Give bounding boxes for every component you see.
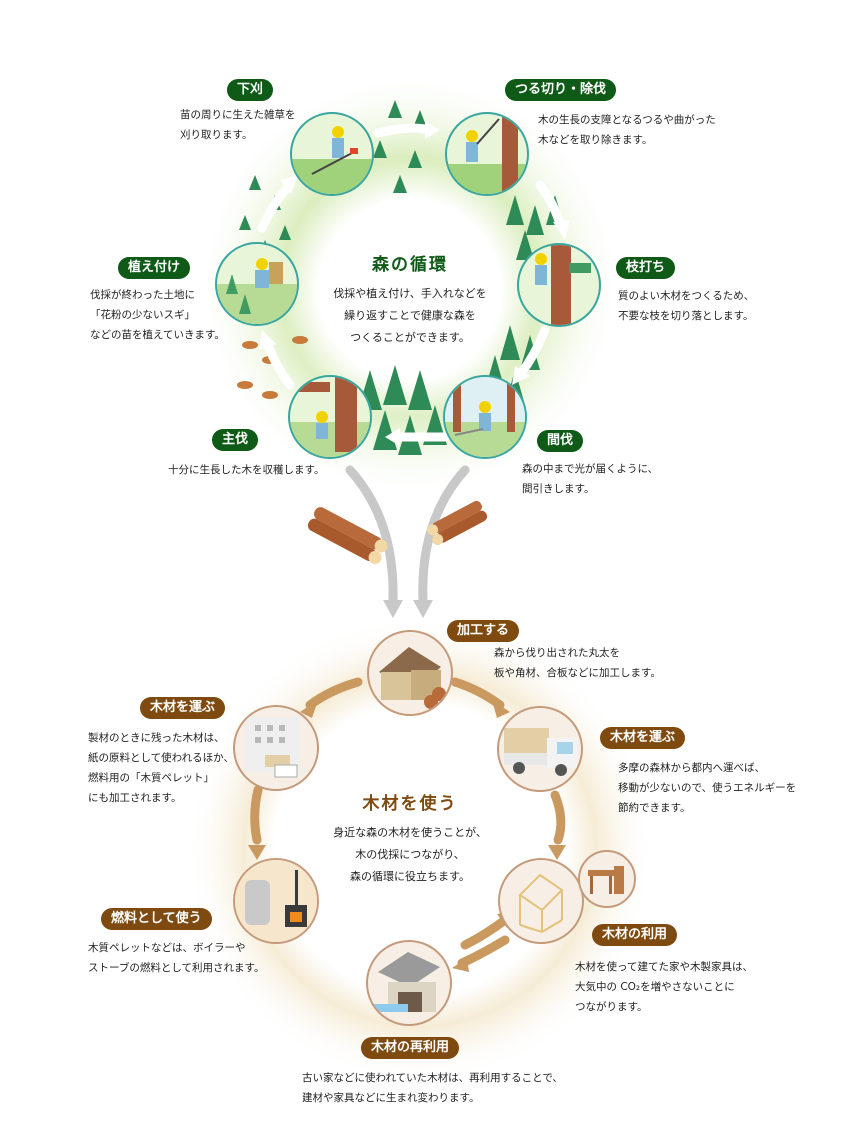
step-label-fuel: 燃料として使う [101,908,212,930]
desc-line: 森の中まで光が届くように、 [522,463,659,475]
desc-line: 燃料用の「木質ペレット」 [88,772,214,784]
forest-cycle-title: 森の循環 [372,255,448,275]
step-label-transport-left: 木材を運ぶ [140,697,226,719]
step-desc-reuse: 古い家などに使われていた木材は、再利用することで、 建材や家具などに生まれ変わり… [302,1068,563,1108]
description-line: 森の循環に役立ちます。 [350,870,470,883]
furniture-illustration [578,850,636,908]
step-desc-pruning: 質のよい木材をつくるため、 不要な枝を切り落とします。 [618,286,754,326]
desc-line: 「花粉の少ないスギ」 [90,309,195,321]
desc-line: 大気中の CO₂を増やさないことに [575,981,735,993]
desc-line: ストーブの燃料として利用されます。 [88,962,265,974]
desc-line: 板や角材、合板などに加工します。 [494,667,661,679]
description-line: 身近な森の木材を使うことが、 [333,826,487,839]
log-bundle-icon [307,500,488,564]
description-line: 伐採や植え付け、手入れなどを [333,287,487,300]
paper-mill-illustration [233,705,319,791]
step-label-processing: 加工する [447,620,520,642]
planting-illustration [215,242,299,326]
fuel-boiler-illustration [233,858,319,944]
step-label-wood-usage: 木材の利用 [592,924,678,946]
desc-line: 建材や家具などに生まれ変わります。 [302,1092,480,1104]
desc-line: 刈り取ります。 [180,129,253,141]
desc-line: などの苗を植えていきます。 [90,329,225,341]
step-desc-wood-usage: 木材を使って建てた家や木製家具は、 大気中の CO₂を増やさないことに つながり… [575,957,753,1017]
step-desc-thinning: 森の中まで光が届くように、 間引きします。 [522,459,658,499]
desc-line: つながります。 [575,1001,648,1013]
pruning-illustration [517,243,601,327]
desc-line: 伐採が終わった土地に [90,289,195,301]
vine-cutting-illustration [445,112,529,196]
final-harvest-illustration [288,375,372,459]
desc-line: 苗の周りに生えた雑草を [180,109,296,121]
description-line: 繰り返すことで健康な森を [344,309,476,322]
step-desc-planting: 伐採が終わった土地に 「花粉の少ないスギ」 などの苗を植えていきます。 [90,285,225,345]
step-desc-processing: 森から伐り出された丸太を 板や角材、合板などに加工します。 [494,643,661,683]
desc-line: 紙の原料として使われるほか、 [88,752,234,764]
step-desc-vine-cutting: 木の生長の支障となるつるや曲がった 木などを取り除きます。 [538,110,716,150]
desc-line: 森から伐り出された丸太を [494,647,620,659]
step-desc-final-harvest: 十分に生長した木を収穫します。 [168,460,324,480]
step-desc-transport-left: 製材のときに残った木材は、 紙の原料として使われるほか、 燃料用の「木質ペレット… [88,728,234,808]
description-line: 木の伐採につながり、 [355,848,465,861]
desc-line: 質のよい木材をつくるため、 [618,290,755,302]
thinning-illustration [443,375,527,459]
truck-transport-illustration [497,706,583,792]
desc-line: 間引きします。 [522,483,595,495]
desc-line: 木質ペレットなどは、ボイラーや [88,942,246,954]
step-label-transport-right: 木材を運ぶ [600,727,686,749]
wood-cycle-description: 身近な森の木材を使うことが、 木の伐採につながり、 森の循環に役立ちます。 [315,822,505,888]
desc-line: 製材のときに残った木材は、 [88,732,225,744]
desc-line: 木材を使って建てた家や木製家具は、 [575,961,753,973]
step-label-weeding: 下刈 [227,79,274,101]
desc-line: 木の生長の支障となるつるや曲がった [538,114,716,126]
desc-line: 節約できます。 [618,802,691,814]
description-line: つくることができます。 [350,331,470,344]
step-label-vine-cutting: つる切り・除伐 [505,79,617,101]
step-label-pruning: 枝打ち [616,257,676,279]
step-label-thinning: 間伐 [537,430,584,452]
step-desc-weeding: 苗の周りに生えた雑草を 刈り取ります。 [180,105,296,145]
step-label-final-harvest: 主伐 [212,429,259,451]
desc-line: 十分に生長した木を収穫します。 [168,464,325,476]
sawmill-illustration [367,630,453,716]
desc-line: 不要な枝を切り落とします。 [618,310,754,322]
desc-line: にも加工されます。 [88,792,182,804]
recycling-facility-illustration [366,940,452,1026]
step-desc-transport-right: 多摩の森林から都内へ運べば、 移動が少ないので、使うエネルギーを 節約できます。 [618,758,796,818]
house-construction-illustration [498,858,584,944]
step-label-planting: 植え付け [118,257,191,279]
desc-line: 古い家などに使われていた木材は、再利用することで、 [302,1072,563,1084]
weeding-illustration [290,112,374,196]
wood-cycle-title: 木材を使う [362,794,458,814]
step-label-reuse: 木材の再利用 [361,1037,460,1059]
desc-line: 木などを取り除きます。 [538,134,653,146]
desc-line: 多摩の森林から都内へ運べば、 [618,762,765,774]
step-desc-fuel: 木質ペレットなどは、ボイラーや ストーブの燃料として利用されます。 [88,938,265,978]
forest-cycle-description: 伐採や植え付け、手入れなどを 繰り返すことで健康な森を つくることができます。 [310,283,510,349]
desc-line: 移動が少ないので、使うエネルギーを [618,782,797,794]
